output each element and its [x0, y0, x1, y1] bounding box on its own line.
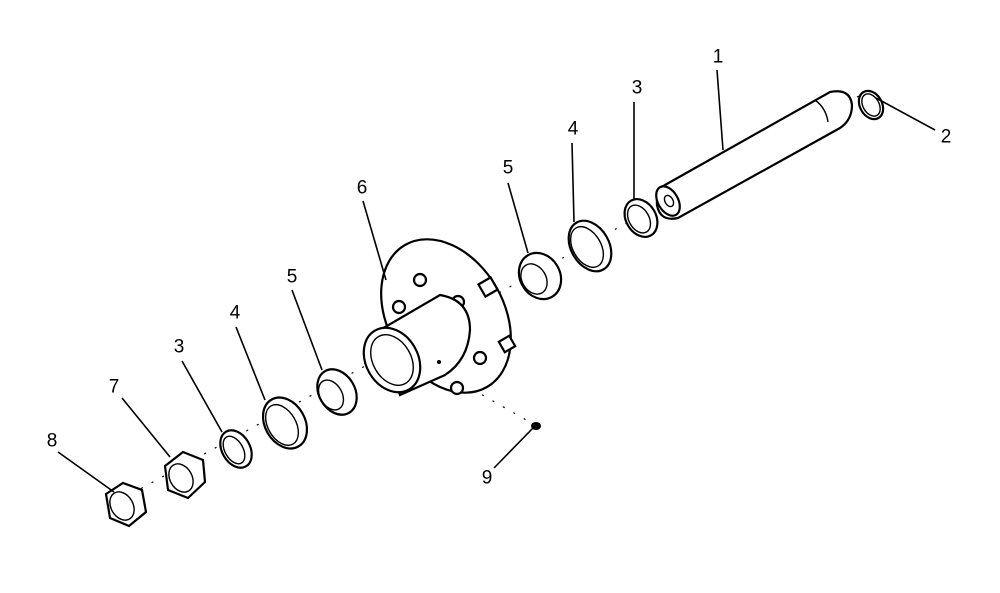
bearing-cone-right-part [517, 251, 563, 301]
callout-5-right: 5 [502, 157, 514, 179]
callout-9: 9 [481, 467, 493, 489]
grease-fitting-part [531, 422, 541, 430]
callout-2: 2 [940, 126, 952, 148]
callout-6: 6 [356, 177, 368, 199]
callout-1: 1 [712, 46, 724, 68]
snap-ring-part [857, 89, 885, 121]
seal-left-part [219, 429, 253, 469]
jam-nut-part [104, 481, 148, 528]
bearing-cup-right-part [567, 219, 613, 273]
leader-lines [57, 69, 936, 493]
callout-3-right: 3 [631, 77, 643, 99]
seal-right-part [623, 198, 659, 238]
hub-part [362, 238, 517, 397]
spindle-part [655, 90, 854, 220]
callout-4-right: 4 [567, 118, 579, 140]
bearing-cone-left-part [316, 368, 358, 416]
callout-4-left: 4 [229, 302, 241, 324]
callout-8: 8 [46, 430, 58, 452]
callout-7: 7 [108, 376, 120, 398]
bearing-cup-left-part [261, 396, 309, 450]
callout-3-left: 3 [173, 336, 185, 358]
hex-nut-part [163, 450, 207, 500]
callout-5-left: 5 [286, 266, 298, 288]
fitting-axis [429, 364, 536, 426]
